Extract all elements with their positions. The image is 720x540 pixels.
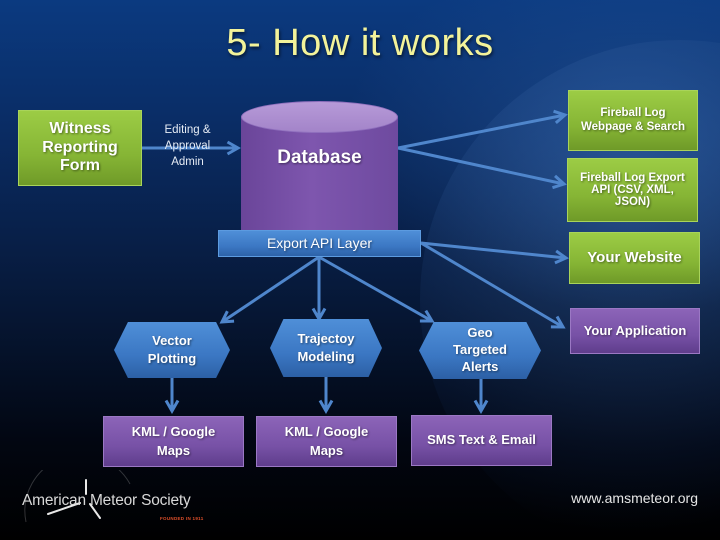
edge-api-to-vector <box>219 255 320 324</box>
export-api-layer-label: Export API Layer <box>266 235 373 252</box>
fireball-webpage-label: Fireball Log Webpage & Search <box>581 107 685 133</box>
edge-api-to-website <box>420 241 570 265</box>
edge-label-line: Admin <box>171 156 204 169</box>
fireball-webpage-node: Fireball Log Webpage & Search <box>568 90 698 151</box>
database-node: Database <box>241 101 398 265</box>
export-api-layer-node: Export API Layer <box>218 230 421 257</box>
org-tagline: FOUNDED IN 1911 <box>160 516 204 521</box>
fireball-export-node: Fireball Log Export API (CSV, XML, JSON) <box>567 158 698 222</box>
database-cylinder-top <box>241 101 398 133</box>
kml-maps-label-1: KML / Google Maps <box>131 423 216 458</box>
database-label: Database <box>277 147 362 168</box>
witness-reporting-form-label: Witness Reporting Form <box>42 120 118 175</box>
your-application-node: Your Application <box>570 308 700 354</box>
witness-reporting-form-node: Witness Reporting Form <box>18 110 142 186</box>
fireball-export-label: Fireball Log Export API (CSV, XML, JSON) <box>580 171 685 209</box>
edge-api-to-geo <box>318 255 435 323</box>
vector-plotting-node: Vector Plotting <box>114 322 230 378</box>
edge-api-to-application <box>420 241 566 329</box>
geo-targeted-alerts-label: Geo Targeted Alerts <box>453 325 507 374</box>
kml-maps-node-1: KML / Google Maps <box>103 416 244 467</box>
database-cylinder-body <box>241 116 398 234</box>
vector-plotting-label: Vector Plotting <box>147 333 197 366</box>
kml-maps-node-2: KML / Google Maps <box>256 416 397 467</box>
sms-email-node: SMS Text & Email <box>411 415 552 466</box>
org-name: American Meteor Society <box>22 492 191 509</box>
ams-logo: American Meteor Society FOUNDED IN 1911 <box>18 470 258 538</box>
edge-label-line: Editing & <box>164 124 211 136</box>
edge-database-to-webpage <box>397 109 568 150</box>
geo-targeted-alerts-node: Geo Targeted Alerts <box>419 322 541 379</box>
meteor-logo-icon <box>24 470 131 523</box>
editing-approval-label: Editing & Approval Admin <box>150 122 225 170</box>
your-website-node: Your Website <box>569 232 700 284</box>
sms-email-label: SMS Text & Email <box>427 432 536 448</box>
website-url[interactable]: www.amsmeteor.org <box>571 490 698 506</box>
your-application-label: Your Application <box>583 322 687 338</box>
trajectory-modeling-label: Trajectoy Modeling <box>297 331 355 364</box>
kml-maps-label-2: KML / Google Maps <box>284 423 369 458</box>
edge-database-to-export <box>397 146 567 190</box>
your-website-label: Your Website <box>587 249 682 267</box>
slide-title: 5- How it works <box>226 22 494 64</box>
edge-label-line: Approval <box>164 140 211 153</box>
trajectory-modeling-node: Trajectoy Modeling <box>270 319 382 377</box>
